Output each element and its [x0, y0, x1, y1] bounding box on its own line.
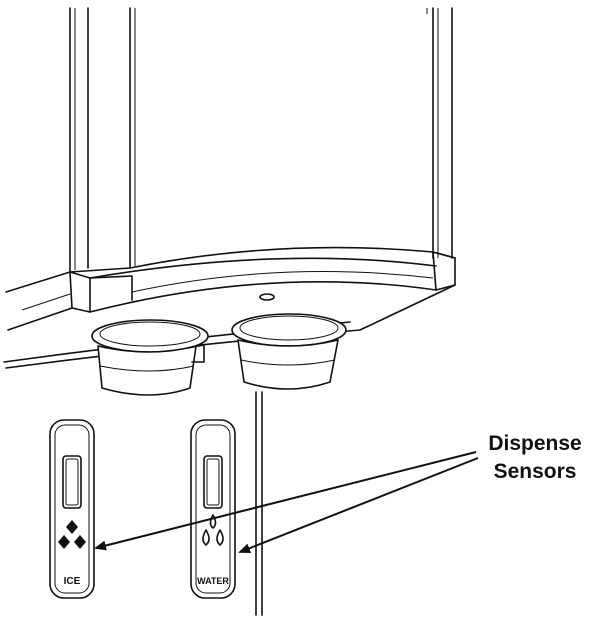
ice-label: ICE	[64, 576, 81, 587]
dispenser-base	[3, 246, 456, 369]
callout-arrows	[94, 451, 479, 553]
water-label: WATER	[197, 576, 229, 586]
water-sensor-panel: WATER	[190, 419, 236, 599]
ice-cubes-icon	[58, 520, 86, 549]
dispenser-body	[69, 7, 453, 273]
arrow-to-ice-sensor	[94, 451, 477, 551]
ice-spout	[91, 319, 209, 396]
arrow-to-water-sensor	[238, 457, 479, 553]
tray-support	[255, 391, 263, 616]
callout-label-dispense: Dispense	[488, 432, 582, 455]
callout-label-sensors: Sensors	[493, 460, 577, 483]
ice-sensor-panel: ICE	[49, 419, 95, 599]
water-spout	[231, 313, 347, 390]
